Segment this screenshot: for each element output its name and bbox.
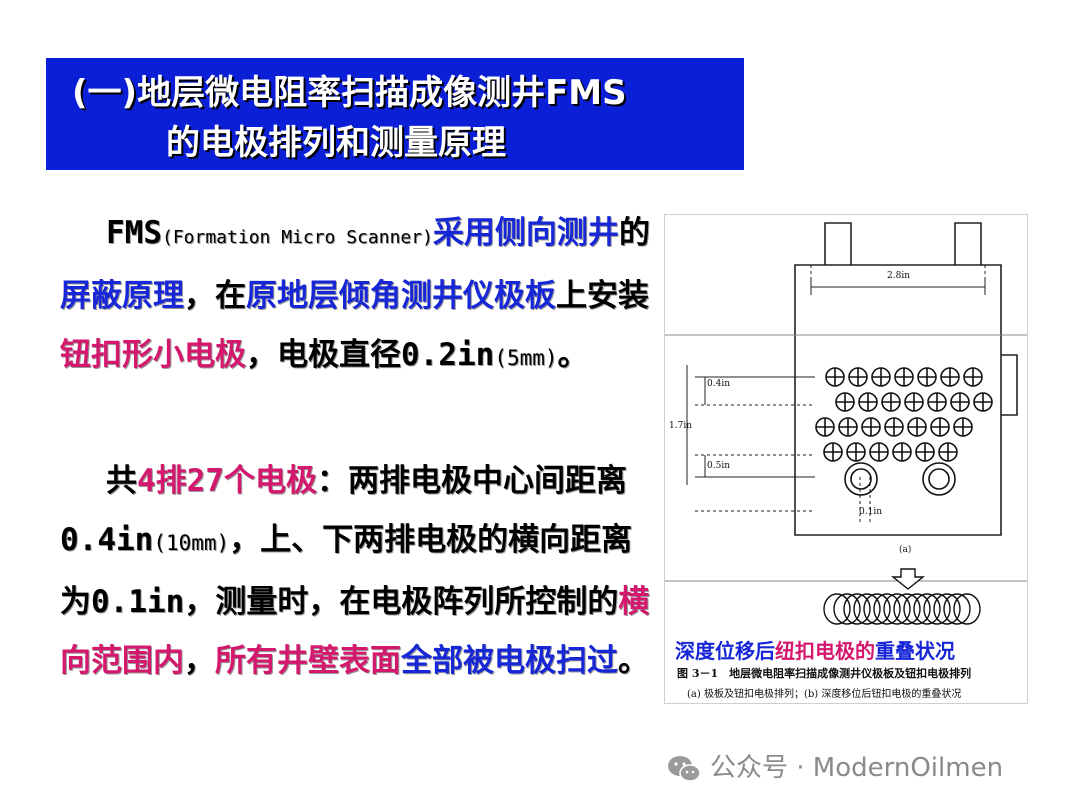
figure-caption-sub: (a) 极板及钮扣电极排列；(b) 深度移位后钮扣电极的重叠状况 — [687, 689, 962, 700]
text-row-spacing: ：两排电极中心间距离0.4in — [60, 463, 627, 558]
text-period2: 。 — [618, 643, 649, 679]
text-fully-scanned: 全部被电极扫过 — [401, 643, 618, 679]
text-install: 上安装 — [556, 278, 649, 314]
caption-overlap-status: 重叠状况 — [875, 639, 955, 663]
text-dipmeter-pad: 原地层倾角测井仪极板 — [246, 278, 556, 314]
paragraph-electrode-layout: 共4排27个电极：两排电极中心间距离0.4in(10mm)，上、下两排电极的横向… — [60, 452, 660, 691]
pad-diagram — [665, 222, 1027, 625]
text-diameter-mm: (5mm) — [494, 346, 558, 370]
fms-abbr: FMS — [106, 215, 162, 251]
overlap-ring — [883, 593, 911, 625]
text-borehole-wall: 所有井壁表面 — [215, 643, 401, 679]
text-period1: 。 — [557, 337, 589, 373]
overlap-ring — [833, 593, 861, 625]
dim-label-offset: 0.1in — [859, 507, 882, 517]
overlap-ring — [913, 593, 941, 625]
caption-depth-shift: 深度位移后 — [675, 639, 775, 663]
caption-button-electrode: 纽扣电极的 — [775, 639, 875, 663]
slide-title-line2: 的电极排列和测量原理 — [166, 123, 506, 163]
text-caiyong: 采用 — [432, 215, 495, 251]
overlap-ring — [933, 593, 961, 625]
wechat-icon — [668, 755, 701, 782]
dim-label-bottom: 0.5in — [707, 461, 730, 471]
text-button-electrode: 钮扣形小电极 — [60, 337, 246, 373]
slide-title-box: (一)地层微电阻率扫描成像测井FMS 的电极排列和测量原理 — [46, 58, 744, 170]
overlap-ring — [953, 593, 981, 625]
overlap-ring — [823, 593, 851, 625]
text-electrode-count: 4排27个电极 — [137, 463, 317, 499]
text-lateral-range: 横向范围内 — [60, 584, 650, 679]
text-de: 的 — [618, 215, 650, 251]
text-shield-principle: 屏蔽原理 — [60, 278, 184, 314]
overlap-ring — [863, 593, 891, 625]
dim-label-height: 1.7in — [669, 421, 692, 431]
overlap-ring — [853, 593, 881, 625]
text-zai: ，在 — [184, 278, 246, 314]
figure-caption-title: 图 3－1 地层微电阻率扫描成像测井仪极板及钮扣电极排列 — [677, 667, 972, 680]
dim-label-row: 0.4in — [707, 379, 730, 389]
text-row-spacing-mm: (10mm) — [153, 531, 230, 555]
watermark-text: 公众号 · ModernOilmen — [710, 753, 1004, 783]
fms-fullname: (Formation Micro Scanner) — [162, 227, 433, 248]
text-lateral-spacing: ，上、下两排电极的横向距离为0.1in，测量时，在电极阵列所控制的 — [60, 522, 633, 620]
slide-title-line1: (一)地层微电阻率扫描成像测井FMS — [72, 73, 627, 113]
figure-caption-overlap: 深度位移后纽扣电极的重叠状况 — [675, 635, 1025, 664]
overlap-ring — [893, 593, 921, 625]
text-lateral-log: 侧向测井 — [494, 215, 619, 251]
electrode-pad-figure: 2.8in 0.4in 1.7in 0.5in 0.1in (a) 深度位移后纽… — [664, 214, 1028, 704]
overlap-ring — [843, 593, 871, 625]
sub-figure-a-label: (a) — [899, 545, 912, 555]
dim-label-top: 2.8in — [887, 271, 910, 281]
overlap-ring — [943, 593, 971, 625]
text-diameter: ，电极直径0.2in — [246, 337, 495, 373]
text-gong: 共 — [106, 463, 137, 499]
overlap-ring — [923, 593, 951, 625]
overlap-ring — [903, 593, 931, 625]
text-comma: ， — [184, 643, 215, 679]
watermark: 公众号 · ModernOilmen — [666, 748, 1056, 788]
paragraph-fms-intro: FMS(Formation Micro Scanner)采用侧向测井的屏蔽原理，… — [60, 204, 660, 388]
overlap-ring — [873, 593, 901, 625]
